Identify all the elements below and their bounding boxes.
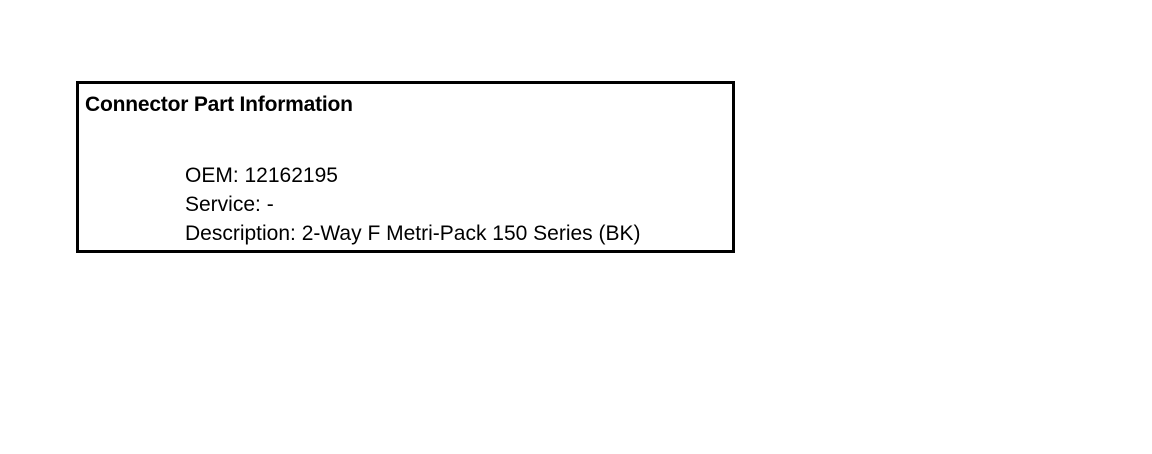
- description-line: Description: 2-Way F Metri-Pack 150 Seri…: [185, 222, 641, 245]
- connector-part-info-box: Connector Part Information OEM: 12162195…: [76, 81, 735, 253]
- service-line: Service: -: [185, 193, 274, 216]
- oem-line: OEM: 12162195: [185, 164, 338, 187]
- part-details: OEM: 12162195 Service: - Description: 2-…: [185, 161, 641, 248]
- box-title: Connector Part Information: [85, 93, 353, 116]
